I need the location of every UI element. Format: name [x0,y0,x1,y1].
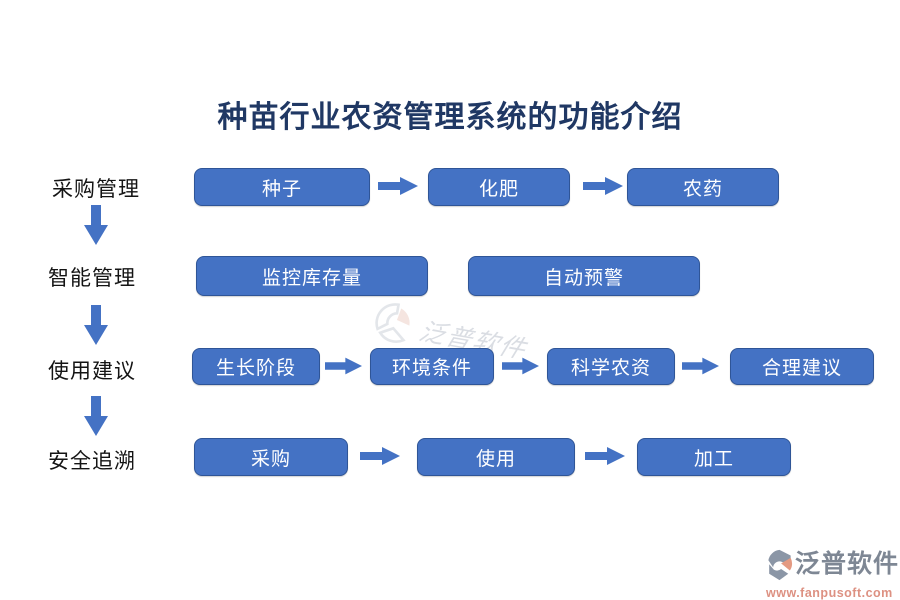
flow-box-pesticide: 农药 [627,168,779,206]
flow-box-monitor-inventory: 监控库存量 [196,256,428,296]
right-arrow-icon [585,447,625,465]
right-arrow-icon [325,357,362,375]
page-title: 种苗行业农资管理系统的功能介绍 [217,100,683,135]
footer-brand: 泛普软件 www.fanpusoft.com [766,549,900,600]
flow-box-fertilizer: 化肥 [428,168,570,206]
brand-logo-icon [766,549,793,585]
right-arrow-icon [360,447,400,465]
watermark-logo-icon [369,298,421,353]
right-arrow-icon [378,177,418,195]
brand-name: 泛普软件 [795,549,900,578]
row-label-traceability: 安全追溯 [48,449,136,473]
flow-box-reasonable-advice: 合理建议 [730,348,874,385]
flow-box-processing: 加工 [637,438,791,476]
brand-url: www.fanpusoft.com [766,586,893,600]
flow-box-use: 使用 [417,438,575,476]
flow-box-seed: 种子 [194,168,370,206]
flow-box-environment: 环境条件 [370,348,494,385]
down-arrow-icon [84,396,108,436]
flow-box-auto-alert: 自动预警 [468,256,700,296]
row-label-procurement: 采购管理 [52,177,140,201]
down-arrow-icon [84,205,108,245]
row-label-usage-advice: 使用建议 [48,359,136,383]
flow-box-purchase: 采购 [194,438,348,476]
right-arrow-icon [682,357,719,375]
right-arrow-icon [583,177,623,195]
down-arrow-icon [84,305,108,345]
right-arrow-icon [502,357,539,375]
row-label-intelligent: 智能管理 [48,266,136,290]
flow-box-scientific-supplies: 科学农资 [547,348,675,385]
flow-box-growth-stage: 生长阶段 [192,348,320,385]
